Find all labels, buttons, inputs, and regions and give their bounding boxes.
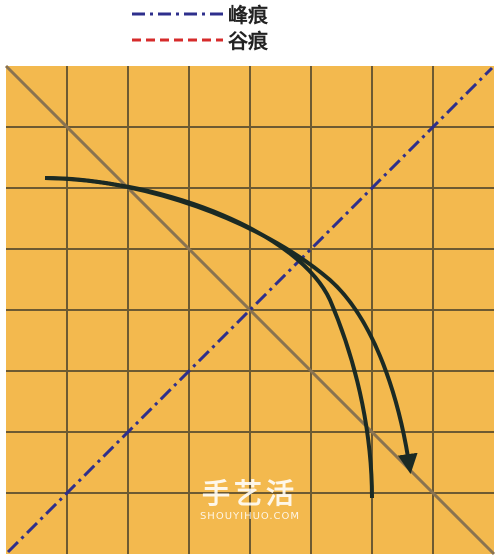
valley-fold-line-sample	[132, 38, 223, 42]
watermark-url: SHOUYIHUO.COM	[199, 511, 301, 522]
valley-fold-label: 谷痕	[228, 29, 268, 53]
mountain-fold-line	[6, 66, 494, 554]
legend: 峰痕 谷痕	[130, 0, 330, 60]
paper-grid	[6, 66, 494, 554]
watermark-logo-text: 手艺活	[201, 477, 298, 510]
legend-item-valley-fold: 谷痕	[130, 28, 330, 56]
legend-item-mountain-fold: 峰痕	[130, 2, 330, 30]
fold-direction-arrow	[44, 176, 418, 474]
watermark: 手艺活 SHOUYIHUO.COM	[150, 478, 350, 538]
mountain-fold-line-sample	[132, 12, 223, 16]
mountain-fold-label: 峰痕	[228, 3, 268, 27]
